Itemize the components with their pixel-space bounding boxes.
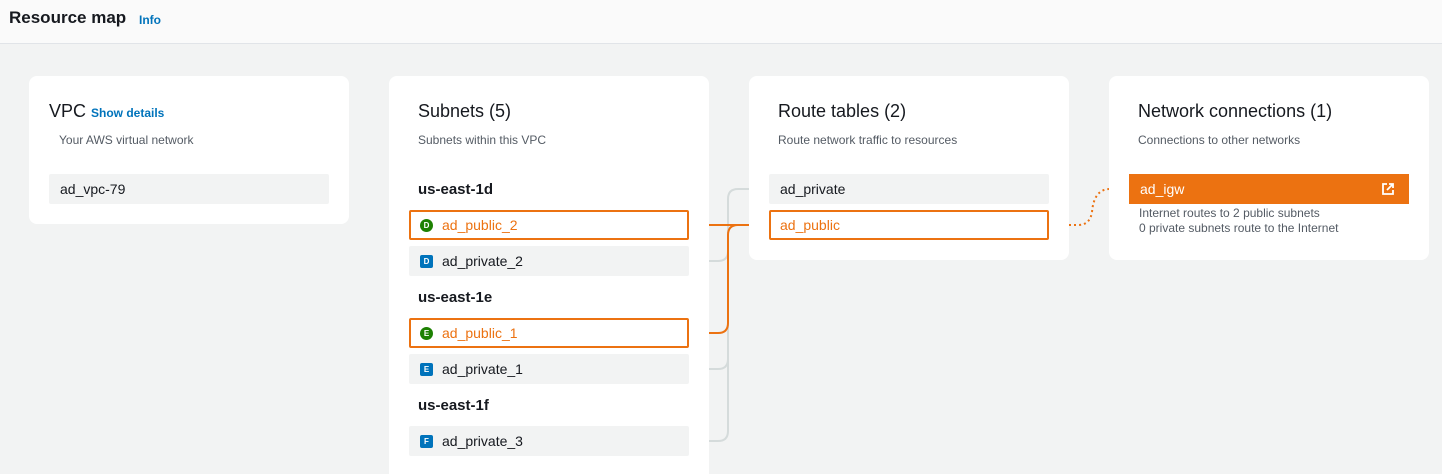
subnet-item-private-3[interactable]: F ad_private_3 (409, 426, 689, 456)
connector-public-1 (689, 224, 769, 334)
subnet-label: ad_public_2 (442, 217, 518, 233)
subnet-private-badge-icon: E (420, 362, 433, 376)
subnet-label: ad_private_2 (442, 253, 523, 269)
subnet-label: ad_public_1 (442, 325, 518, 341)
subnet-label: ad_private_1 (442, 361, 523, 377)
vpc-item[interactable]: ad_vpc-79 (49, 174, 329, 204)
subnets-title: Subnets (5) (418, 101, 512, 121)
vpc-item-label: ad_vpc-79 (60, 181, 126, 197)
connector-private-3 (689, 359, 729, 442)
az-heading-1f: us-east-1f (418, 397, 489, 414)
igw-label: ad_igw (1140, 181, 1185, 197)
show-details-link[interactable]: Show details (91, 106, 165, 120)
subnets-subtitle: Subnets within this VPC (418, 133, 547, 147)
network-connections-card: Network connections (1) Connections to o… (1109, 76, 1429, 260)
network-subtitle: Connections to other networks (1138, 133, 1301, 147)
subnet-item-private-2[interactable]: D ad_private_2 (409, 246, 689, 276)
external-link-icon[interactable] (1381, 182, 1395, 196)
vpc-subtitle: Your AWS virtual network (59, 133, 194, 147)
connector-igw (1049, 188, 1129, 226)
route-table-label: ad_private (780, 181, 846, 197)
route-table-item-private[interactable]: ad_private (769, 174, 1049, 204)
vpc-card: VPC Show details Your AWS virtual networ… (29, 76, 349, 224)
subnet-public-badge-icon: E (420, 326, 433, 340)
page-title: Resource map (9, 8, 127, 27)
subnets-card: Subnets (5) Subnets within this VPC us-e… (389, 76, 709, 474)
network-info-line-2: 0 private subnets route to the Internet (1139, 221, 1339, 235)
vpc-title: VPC (49, 101, 87, 121)
route-tables-subtitle: Route network traffic to resources (778, 133, 958, 147)
subnet-item-public-2[interactable]: D ad_public_2 (409, 210, 689, 240)
info-link[interactable]: Info (139, 13, 161, 27)
az-heading-1d: us-east-1d (418, 181, 494, 198)
route-tables-title: Route tables (2) (778, 101, 907, 121)
subnet-public-badge-icon: D (420, 218, 433, 232)
internet-gateway-item[interactable]: ad_igw (1129, 174, 1409, 204)
page-header: Resource map Info (0, 0, 1442, 44)
route-table-item-public[interactable]: ad_public (769, 210, 1049, 240)
subnet-private-badge-icon: D (420, 254, 433, 268)
az-heading-1e: us-east-1e (418, 289, 493, 306)
subnet-item-public-1[interactable]: E ad_public_1 (409, 318, 689, 348)
network-title: Network connections (1) (1138, 101, 1333, 121)
network-info-line-1: Internet routes to 2 public subnets (1139, 206, 1320, 220)
subnet-label: ad_private_3 (442, 433, 523, 449)
route-table-label: ad_public (780, 217, 840, 233)
route-tables-card: Route tables (2) Route network traffic t… (749, 76, 1069, 260)
subnet-private-badge-icon: F (420, 434, 433, 448)
subnet-item-private-1[interactable]: E ad_private_1 (409, 354, 689, 384)
